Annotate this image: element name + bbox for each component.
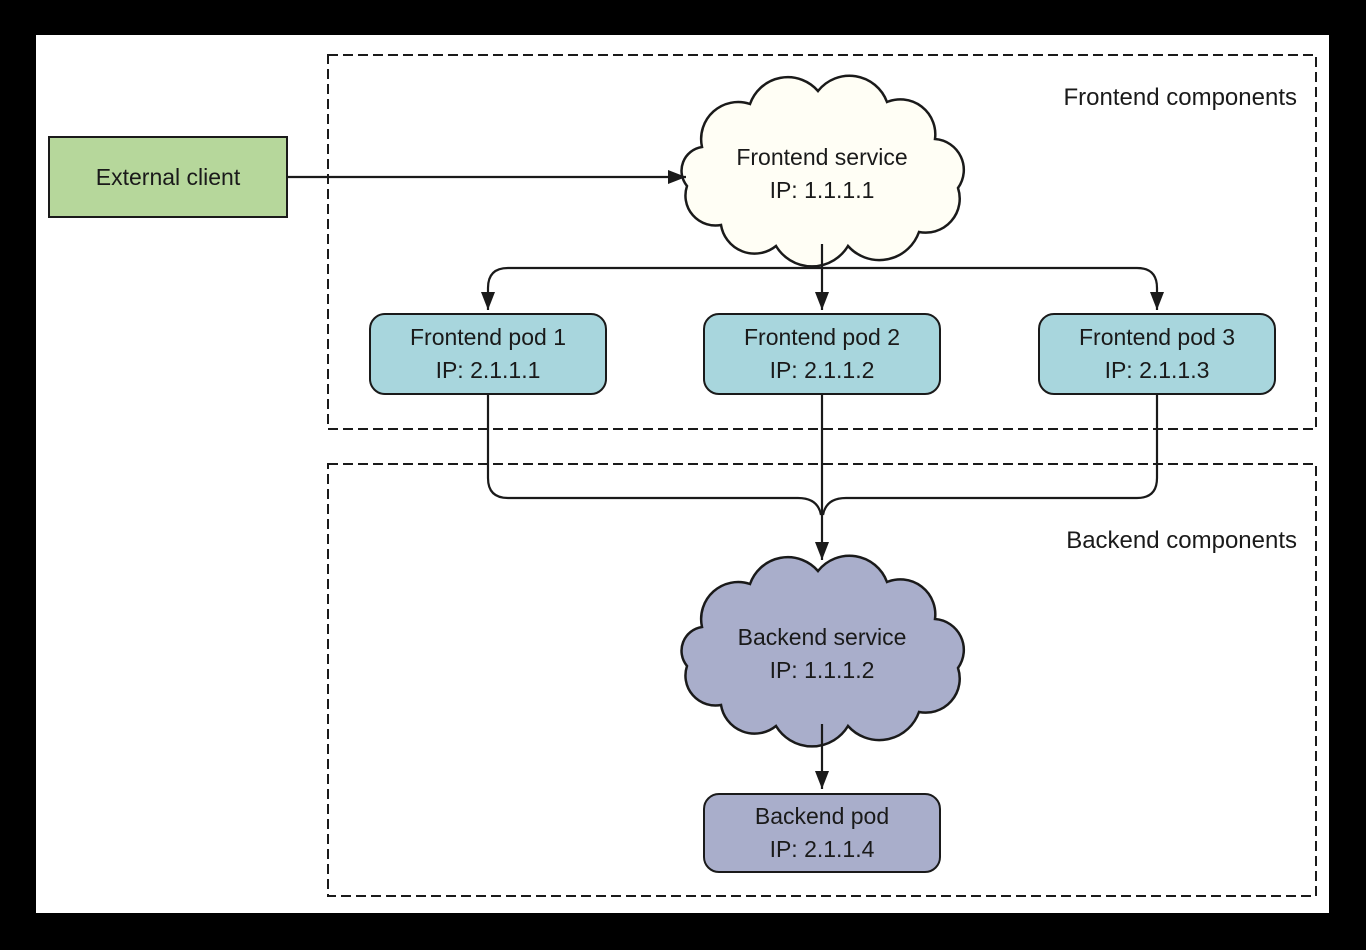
frontend-service-name: Frontend service [736, 144, 908, 170]
backend-pod-ip: IP: 2.1.1.4 [769, 836, 875, 862]
frontend-service-cloud [680, 74, 966, 268]
frontend-service-label: Frontend service IP: 1.1.1.1 [672, 141, 972, 207]
frontend-pod-1-name: Frontend pod 1 [409, 324, 566, 350]
backend-components-label: Backend components [1066, 527, 1297, 554]
frontend-pod-2-ip: IP: 2.1.1.2 [769, 357, 875, 383]
backend-service-ip: IP: 1.1.1.2 [769, 657, 875, 683]
backend-pod-node: Backend pod IP: 2.1.1.4 [703, 793, 941, 873]
backend-service-label: Backend service IP: 1.1.1.2 [672, 621, 972, 687]
frontend-pod-3-node: Frontend pod 3 IP: 2.1.1.3 [1038, 313, 1276, 395]
frontend-components-label: Frontend components [1063, 84, 1297, 111]
backend-pod-name: Backend pod [754, 803, 890, 829]
backend-components-boundary [327, 463, 1317, 897]
line-pod1-to-backend-service [486, 395, 823, 516]
frontend-pod-1-node: Frontend pod 1 IP: 2.1.1.1 [369, 313, 607, 395]
backend-service-name: Backend service [737, 624, 907, 650]
line-pod3-to-backend-service [821, 395, 1159, 516]
arrow-frontend-service-to-pod1 [481, 266, 822, 310]
frontend-service-ip: IP: 1.1.1.1 [769, 177, 875, 203]
frontend-pod-3-name: Frontend pod 3 [1078, 324, 1235, 350]
external-client-node: External client [48, 136, 288, 218]
frontend-pod-1-ip: IP: 2.1.1.1 [435, 357, 541, 383]
external-client-label: External client [95, 163, 241, 190]
backend-service-cloud [680, 554, 966, 748]
frontend-pod-2-node: Frontend pod 2 IP: 2.1.1.2 [703, 313, 941, 395]
frontend-pod-2-name: Frontend pod 2 [743, 324, 900, 350]
arrow-frontend-service-to-pod3 [822, 266, 1164, 310]
frontend-pod-3-ip: IP: 2.1.1.3 [1104, 357, 1210, 383]
frontend-components-boundary [327, 54, 1317, 430]
